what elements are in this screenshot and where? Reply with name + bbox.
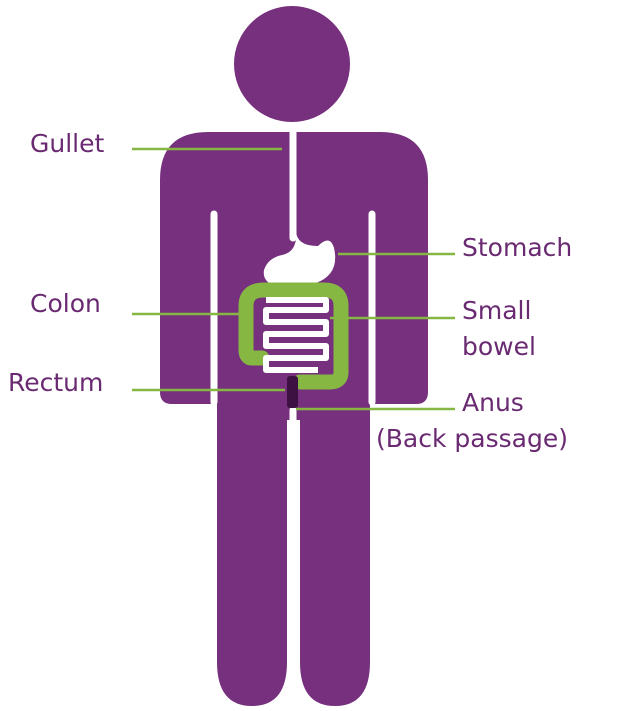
gullet-label: Gullet	[30, 129, 104, 158]
rectum-label: Rectum	[8, 368, 103, 397]
anus-label-line1: Anus	[462, 388, 524, 417]
head	[234, 6, 350, 122]
anus-label-line2: (Back passage)	[376, 424, 568, 453]
small-bowel-label-line1: Small	[462, 296, 531, 325]
rectum-shape	[287, 376, 298, 408]
small-bowel-shape	[266, 300, 326, 370]
colon-label: Colon	[30, 289, 101, 318]
stomach-label: Stomach	[462, 233, 572, 262]
small-bowel-label-line2: bowel	[462, 332, 536, 361]
